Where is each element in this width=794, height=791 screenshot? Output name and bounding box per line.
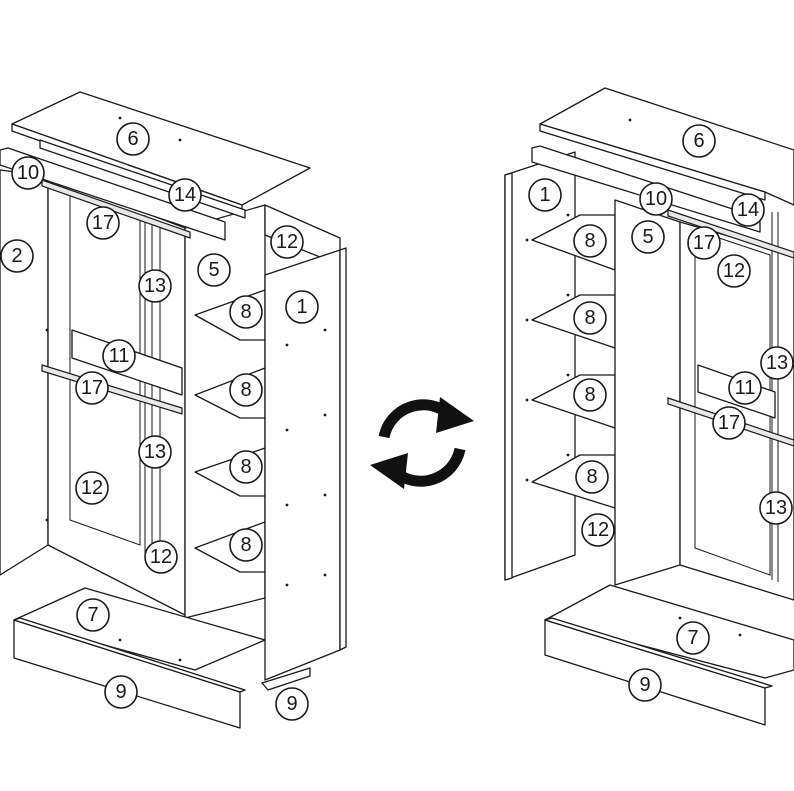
callout: 8 [229,373,263,407]
right-hanging-rod [667,209,794,259]
callout: 12 [717,254,751,288]
svg-text:17: 17 [81,377,103,399]
callout: 12 [144,540,178,574]
svg-text:11: 11 [735,377,756,399]
svg-text:12: 12 [723,260,745,282]
svg-text:1: 1 [539,184,550,206]
svg-text:8: 8 [584,230,595,252]
svg-text:17: 17 [693,232,715,254]
svg-text:8: 8 [584,384,595,406]
left-hanging-rod [41,364,183,415]
svg-text:9: 9 [115,681,126,703]
callout: 10 [639,182,673,216]
callout: 13 [759,491,793,525]
callout: 12 [75,471,109,505]
svg-text:6: 6 [693,130,704,152]
callout: 8 [575,460,609,494]
callout: 7 [676,621,710,655]
svg-text:8: 8 [584,307,595,329]
left-side-panel [0,169,49,576]
callout: 13 [760,346,794,380]
callout: 8 [229,295,263,329]
callout: 17 [86,206,120,240]
callout: 17 [687,226,721,260]
svg-text:10: 10 [17,162,39,184]
callout: 1 [285,290,319,324]
callout: 6 [682,124,716,158]
svg-text:13: 13 [144,275,166,297]
svg-text:14: 14 [174,184,196,206]
left-hanging-rod [41,179,191,239]
callout: 13 [138,435,172,469]
svg-text:8: 8 [586,466,597,488]
svg-text:6: 6 [127,128,138,150]
svg-text:8: 8 [240,534,251,556]
svg-text:12: 12 [276,231,298,253]
callout: 8 [573,378,607,412]
svg-text:7: 7 [687,627,698,649]
callout: 14 [168,178,202,212]
svg-text:5: 5 [208,259,219,281]
right-divider-panel [614,199,681,586]
left-callouts: 6 10 14 17 2 12 5 13 1 8 11 17 8 13 8 12… [0,122,319,721]
svg-text:9: 9 [639,674,650,696]
callout: 12 [270,225,304,259]
callout: 13 [138,269,172,303]
svg-text:5: 5 [642,226,653,248]
svg-text:11: 11 [109,345,130,367]
left-front-rail [0,147,226,241]
callout: 1 [528,178,562,212]
svg-text:2: 2 [11,245,22,267]
svg-text:7: 7 [87,604,98,626]
callout: 12 [581,513,615,547]
callout: 5 [631,220,665,254]
callout: 5 [197,253,231,287]
callout: 9 [104,675,138,709]
callout: 6 [116,122,150,156]
svg-text:13: 13 [766,352,788,374]
svg-text:9: 9 [286,693,297,715]
callout: 8 [229,528,263,562]
callout: 11 [102,339,136,373]
svg-text:8: 8 [240,456,251,478]
left-dowel-holes [45,116,327,662]
rotate-arrows-icon [370,397,474,489]
svg-text:13: 13 [765,497,787,519]
callout: 7 [76,598,110,632]
svg-text:12: 12 [81,477,103,499]
callout: 10 [11,156,45,190]
callout: 8 [229,450,263,484]
callout: 11 [728,371,762,405]
callout: 14 [731,193,765,227]
left-wardrobe-view [0,91,347,729]
svg-text:12: 12 [587,519,609,541]
svg-text:14: 14 [737,199,759,221]
callout: 9 [628,668,662,702]
right-callouts: 6 1 10 14 5 8 17 12 8 13 11 8 17 8 13 12… [528,124,794,702]
svg-text:13: 13 [144,441,166,463]
callout: 8 [573,224,607,258]
right-dowel-holes [525,118,742,637]
callout: 9 [275,687,309,721]
svg-text:10: 10 [645,188,667,210]
callout: 17 [712,406,746,440]
svg-text:12: 12 [150,546,172,568]
svg-text:17: 17 [92,212,114,234]
right-left-side-panel [504,151,576,581]
right-bottom-panel [544,584,794,679]
svg-text:1: 1 [296,296,307,318]
svg-text:8: 8 [240,301,251,323]
callout: 17 [75,371,109,405]
callout: 2 [0,239,34,273]
callout: 8 [573,301,607,335]
left-side-plinth [261,667,311,691]
svg-text:8: 8 [240,379,251,401]
left-bottom-panel [13,587,266,671]
svg-text:17: 17 [718,412,740,434]
